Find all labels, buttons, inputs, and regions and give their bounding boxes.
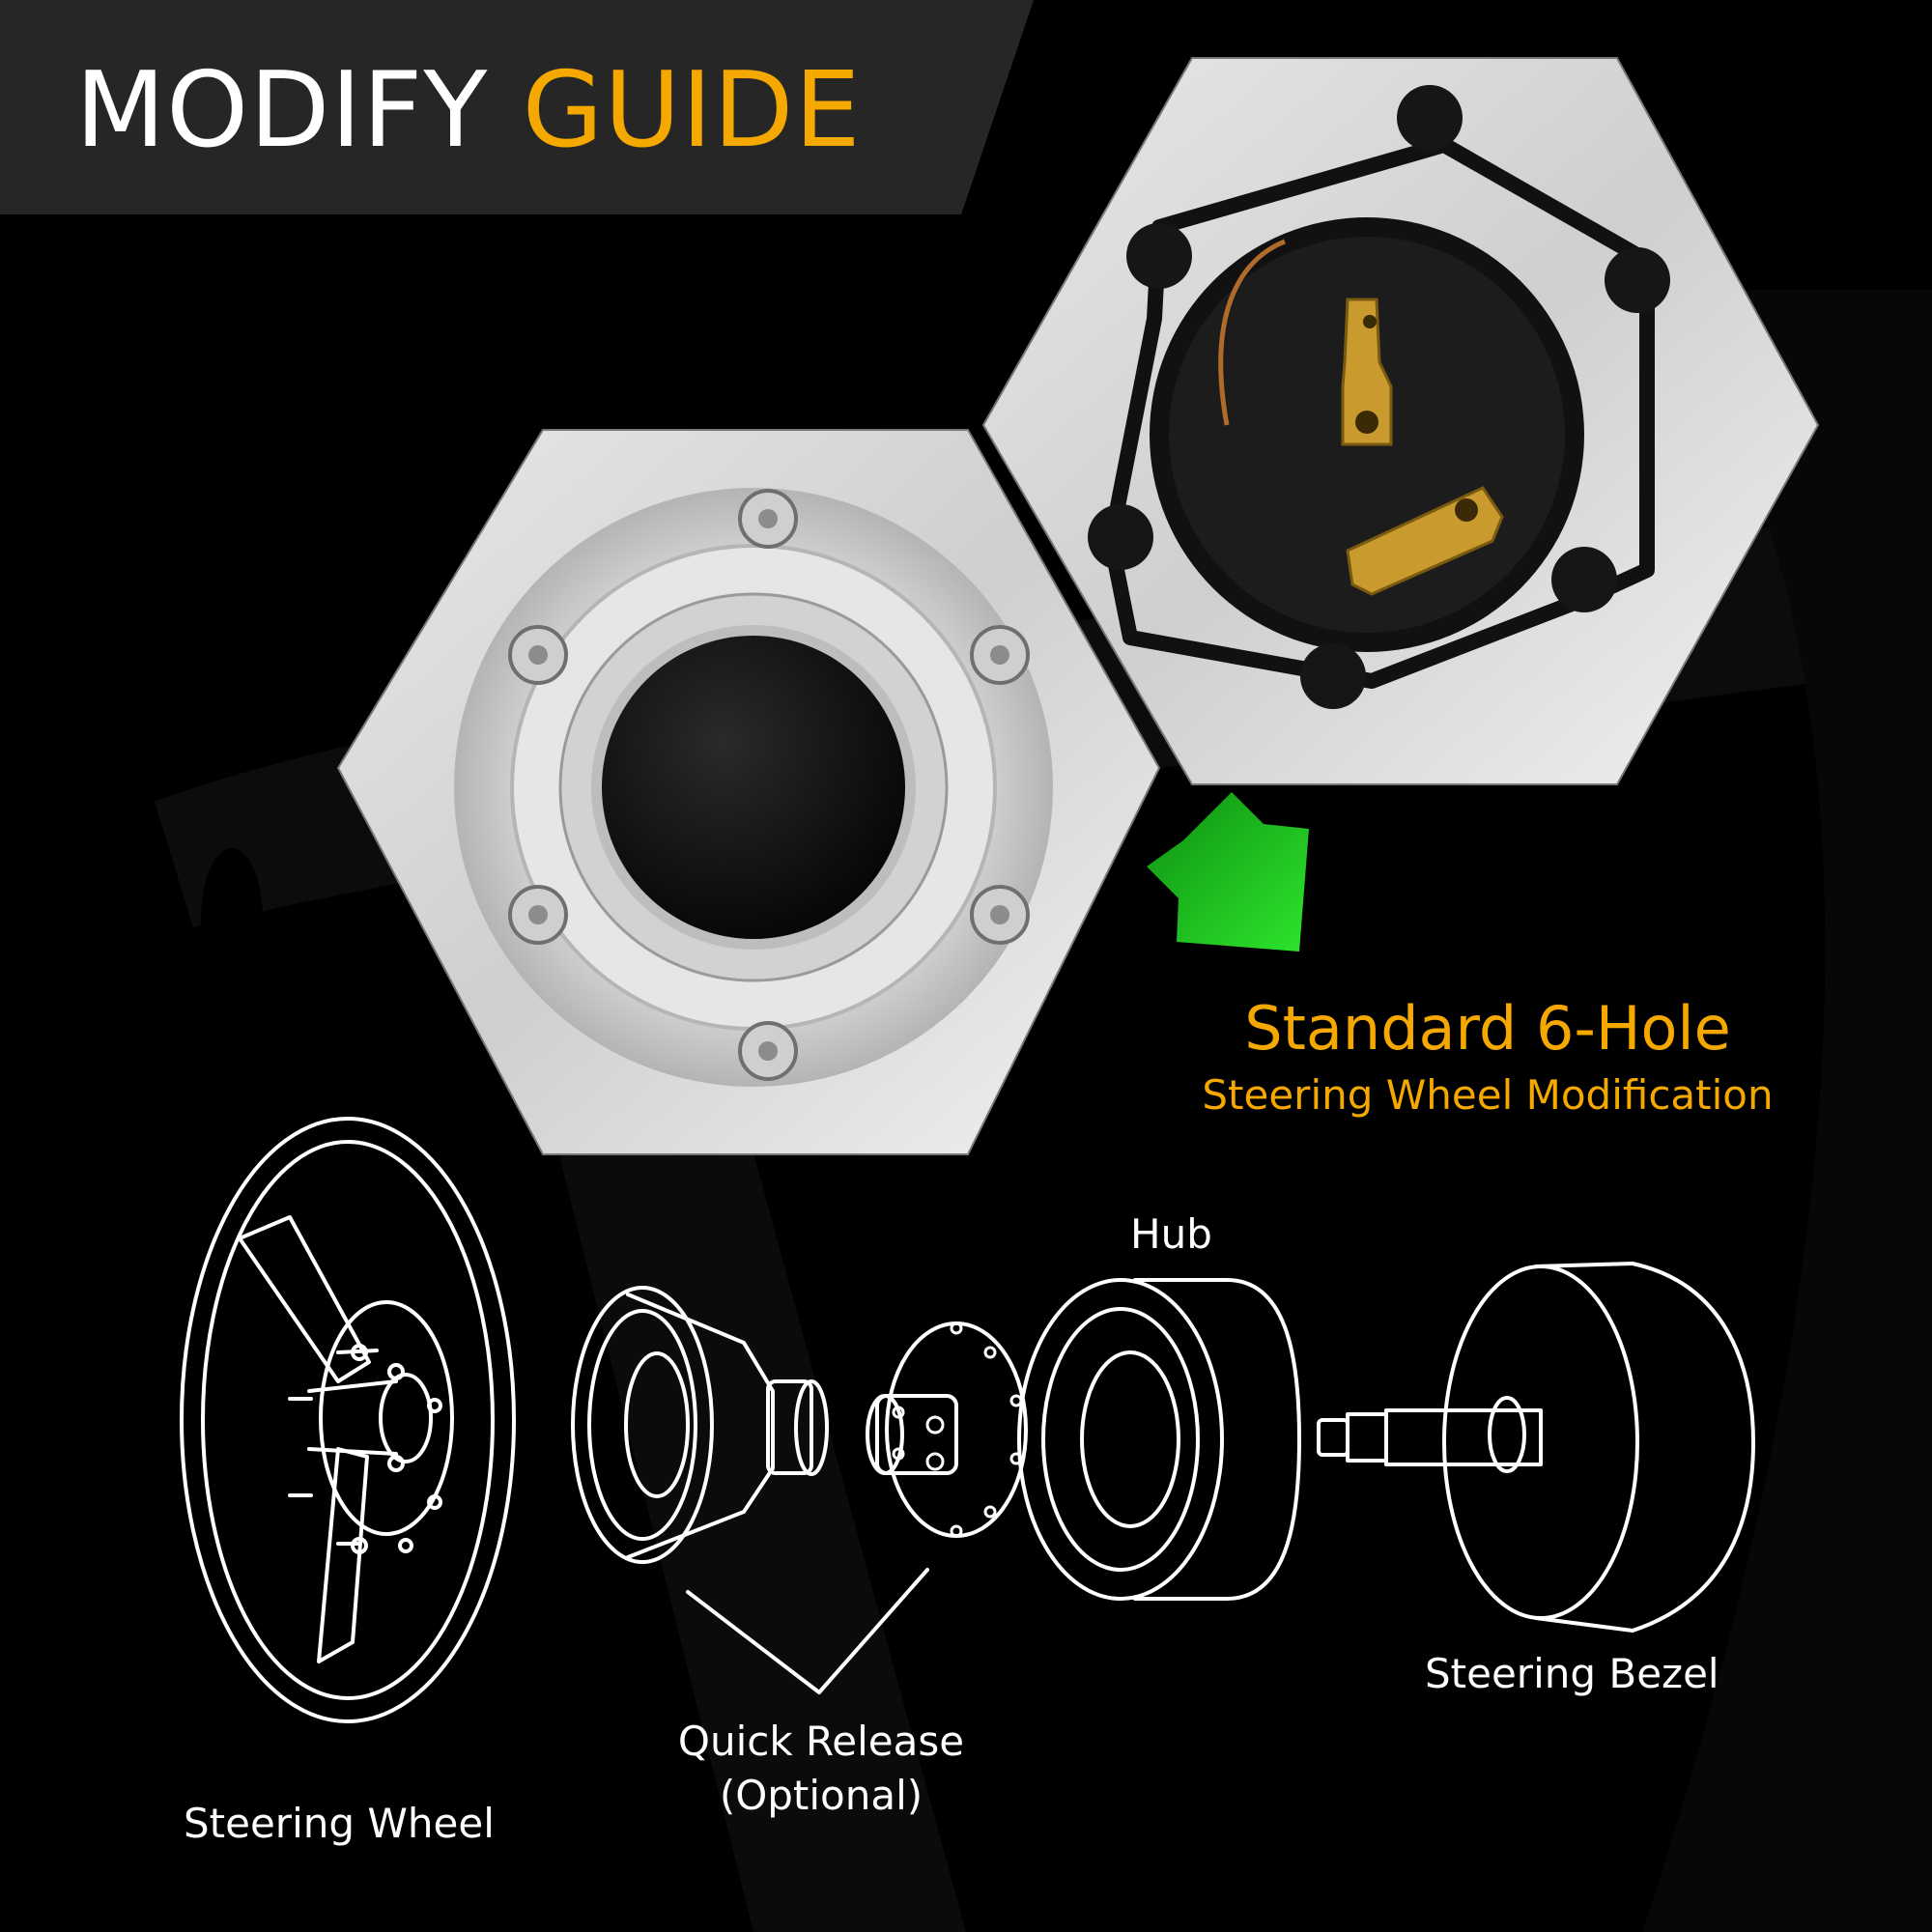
title-banner: [0, 0, 1034, 214]
label-hub: Hub: [1130, 1210, 1212, 1258]
label-steering-wheel: Steering Wheel: [184, 1800, 495, 1847]
horn-contact-photo-hexagon: [981, 57, 1820, 785]
arrow-down-right-icon: [1147, 792, 1309, 952]
label-quick-release-line2: (Optional): [719, 1772, 923, 1819]
hub-photo-hexagon: [336, 429, 1161, 1155]
label-steering-bezel: Steering Bezel: [1425, 1650, 1719, 1697]
headline-subtitle: Steering Wheel Modification: [1202, 1071, 1774, 1119]
label-quick-release: Quick Release (Optional): [667, 1715, 976, 1823]
rubber-feet: [1088, 85, 1670, 709]
assembly-line-drawing: [180, 1117, 1755, 1723]
label-quick-release-line1: Quick Release: [677, 1718, 965, 1765]
quick-release-drawing: [571, 1286, 1028, 1564]
headline-title: Standard 6-Hole: [1244, 993, 1731, 1064]
quick-release-bracket: [686, 1568, 929, 1694]
title-white: MODIFY: [75, 50, 523, 171]
steering-wheel-drawing: [180, 1117, 516, 1723]
modification-headline: Standard 6-Hole Steering Wheel Modificat…: [1121, 990, 1855, 1123]
title-accent: GUIDE: [522, 50, 862, 171]
page-title: MODIFY GUIDE: [75, 48, 862, 174]
steering-column-drawing: [1317, 1396, 1543, 1473]
hub-drawing: [1017, 1278, 1301, 1601]
steering-bezel-drawing: [1442, 1262, 1755, 1633]
horn-button: [602, 636, 905, 939]
